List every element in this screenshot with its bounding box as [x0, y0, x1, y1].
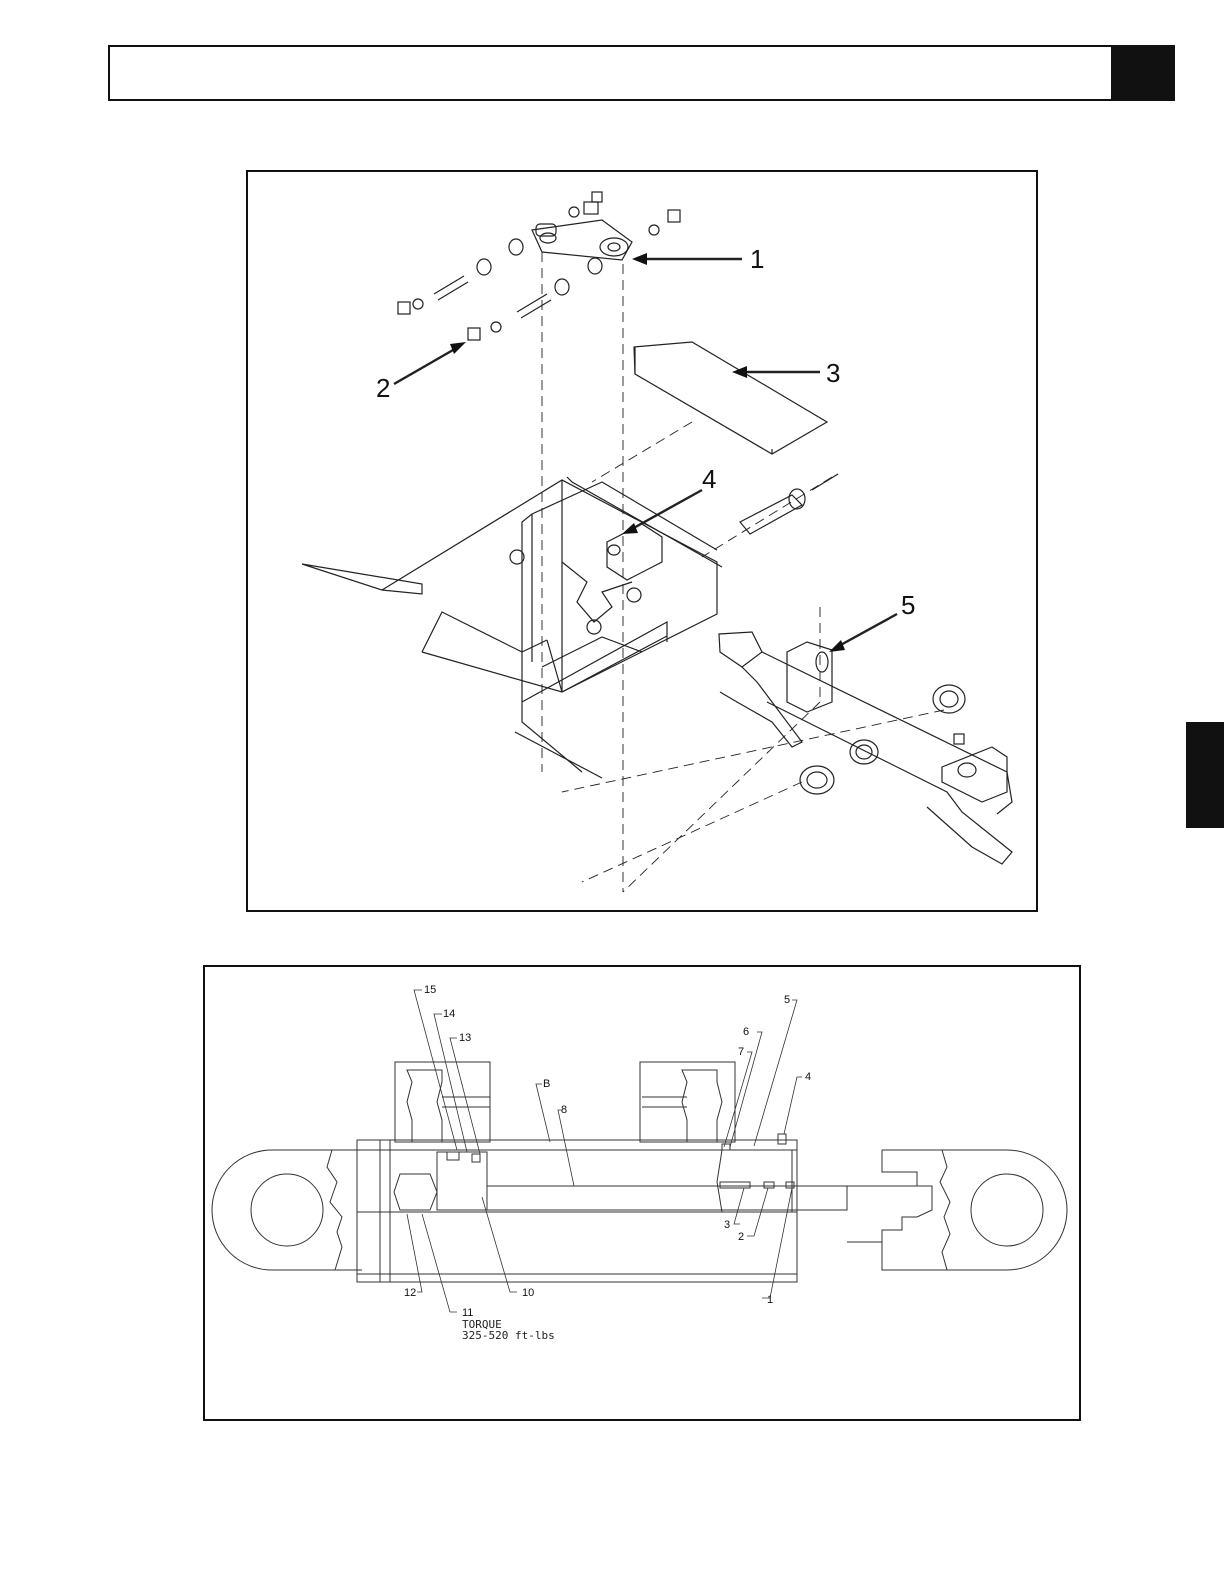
callout-4: 4 — [702, 464, 716, 494]
callout-b: B — [543, 1078, 550, 1090]
section-edge-tab — [1186, 722, 1224, 828]
exploded-view-drawing: 1 2 3 4 5 — [248, 172, 1036, 910]
callout-leaders — [394, 259, 897, 647]
callout-2: 2 — [738, 1231, 744, 1243]
callout-12: 12 — [404, 1287, 416, 1299]
torque-note-line2: 325-520 ft-lbs — [462, 1329, 555, 1342]
header-section-tab — [1111, 45, 1175, 101]
callout-1: 1 — [767, 1294, 773, 1306]
callout-1: 1 — [750, 244, 764, 274]
piston-rod — [487, 1186, 932, 1242]
callout-6: 6 — [743, 1026, 749, 1038]
cylinder-barrel — [357, 1140, 797, 1282]
right-clevis-eye — [882, 1150, 1067, 1270]
cover-plate — [634, 342, 827, 454]
boom-frame — [302, 474, 838, 778]
left-clevis-eye — [212, 1150, 362, 1270]
link-plate-assembly — [398, 192, 680, 340]
cylinder-section-drawing: 15 14 13 B 8 6 7 5 4 3 2 1 12 11 10 TORQ… — [205, 967, 1079, 1419]
callout-7: 7 — [738, 1046, 744, 1058]
callout-4: 4 — [805, 1071, 811, 1083]
callout-3: 3 — [724, 1219, 730, 1231]
right-port — [640, 1062, 735, 1142]
callout-10: 10 — [522, 1287, 534, 1299]
piston — [394, 1152, 487, 1210]
alignment-lines — [542, 252, 944, 892]
callout-2: 2 — [376, 373, 390, 403]
callout-8: 8 — [561, 1104, 567, 1116]
callout-14: 14 — [443, 1008, 455, 1020]
callout-arrowheads — [450, 253, 845, 652]
left-port — [395, 1062, 490, 1142]
header-title-box — [108, 45, 1175, 101]
callout-5: 5 — [901, 590, 915, 620]
callout-13: 13 — [459, 1032, 471, 1044]
callout-3: 3 — [826, 358, 840, 388]
callout-15: 15 — [424, 984, 436, 996]
cylinder-section-figure: 15 14 13 B 8 6 7 5 4 3 2 1 12 11 10 TORQ… — [203, 965, 1081, 1421]
lower-link-bracket — [719, 632, 1012, 864]
rod-gland — [717, 1134, 794, 1212]
exploded-view-figure: 1 2 3 4 5 — [246, 170, 1038, 912]
callout-5: 5 — [784, 994, 790, 1006]
